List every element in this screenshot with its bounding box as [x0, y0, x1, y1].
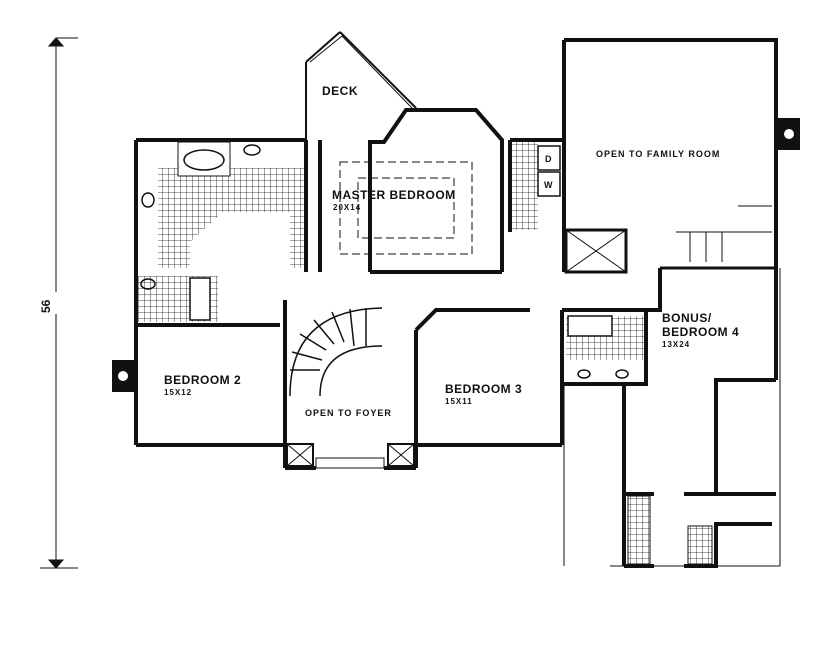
dimension-label: 56 [39, 299, 53, 313]
washer-label: W [544, 180, 554, 190]
chimney-right [778, 118, 800, 150]
bonus-label-1: BONUS/ [662, 311, 712, 325]
bonus-size: 13X24 [662, 340, 690, 349]
arrow-down-icon [47, 559, 65, 569]
bedroom-2-label: BEDROOM 2 [164, 373, 241, 387]
master-bedroom-size: 20X14 [333, 203, 361, 212]
thin-lines [315, 268, 781, 567]
master-bedroom-label: MASTER BEDROOM [332, 188, 456, 202]
chimney-left [112, 360, 134, 392]
bonus-closets [627, 495, 713, 565]
master-bath [138, 141, 644, 379]
family-room-label: OPEN TO FAMILY ROOM [596, 149, 720, 159]
bedroom-3-size: 15X11 [445, 397, 473, 406]
deck [305, 31, 417, 140]
curved-stair [289, 307, 383, 397]
chase-boxes [286, 229, 627, 467]
laundry [537, 145, 561, 197]
dryer-label: D [545, 154, 553, 164]
bedroom-3-label: BEDROOM 3 [445, 382, 522, 396]
arrow-up-icon [47, 37, 65, 47]
bedroom-2-size: 15X12 [164, 388, 192, 397]
walls [134, 38, 778, 568]
foyer-label: OPEN TO FOYER [305, 408, 392, 418]
family-stair [676, 205, 772, 262]
deck-label: DECK [322, 84, 358, 98]
bonus-label-2: BEDROOM 4 [662, 325, 739, 339]
dimension-line [40, 37, 78, 569]
tray-ceiling [339, 161, 473, 255]
